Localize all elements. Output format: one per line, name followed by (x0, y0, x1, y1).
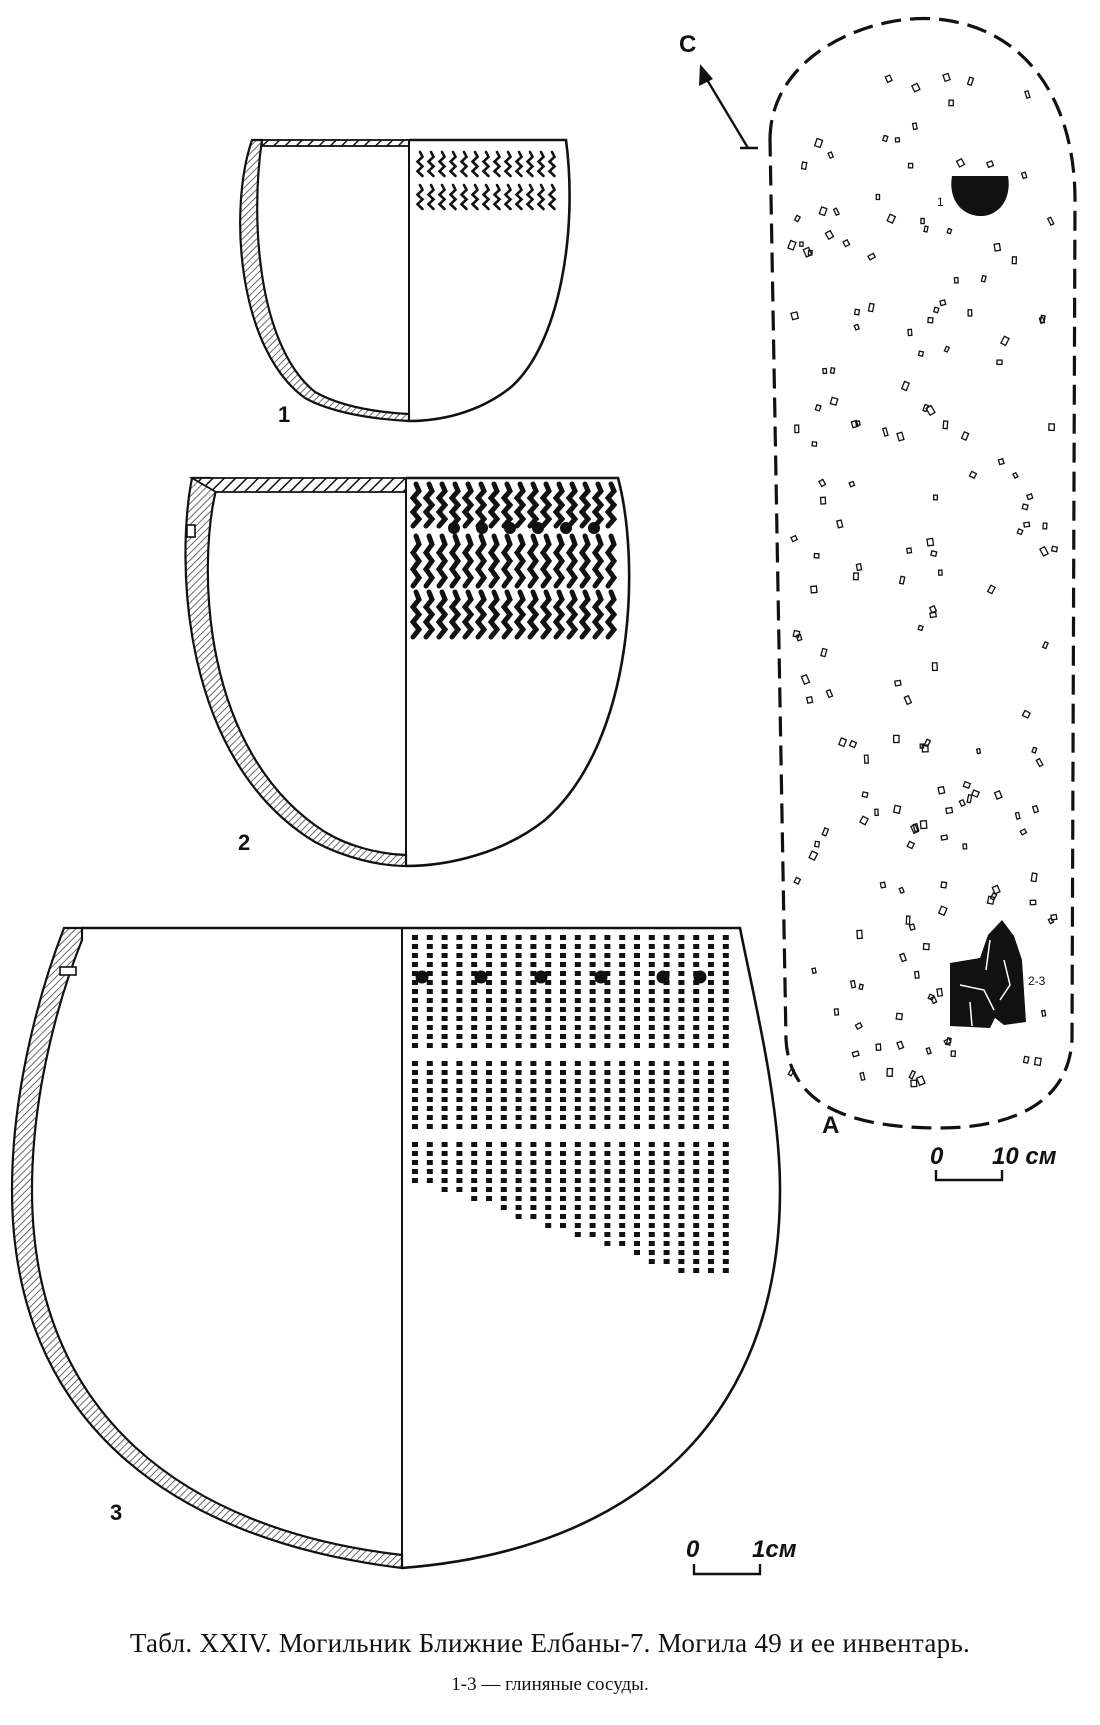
vessel-3: 3 (10, 926, 782, 1570)
vessel-1-wall-section (239, 138, 411, 423)
find-1-label: 1 (937, 195, 944, 209)
vessel-2-wall-section (184, 476, 408, 868)
grave-plan: С 1 2-3 А (679, 16, 1077, 1139)
vessel-2-ornament (409, 481, 618, 640)
plan-scale-value: 10 см (992, 1143, 1057, 1170)
vessel-1: 1 (239, 138, 571, 427)
grave-pit-outline (768, 16, 1077, 1130)
find-1-vessel (951, 176, 1009, 216)
vessel-scale-zero: 0 (686, 1536, 700, 1563)
plan-scale-bar: 0 10 см (930, 1143, 1057, 1182)
vessel-1-ornament (415, 150, 557, 211)
plan-scale-zero: 0 (930, 1143, 944, 1170)
plan-label: А (822, 1112, 839, 1139)
vessel-2-hole (186, 524, 196, 538)
vessel-2: 2 (184, 476, 631, 868)
vessel-scale-value: 1см (752, 1536, 797, 1563)
vessel-2-outline (405, 476, 631, 868)
vessel-2-rim-section (188, 477, 407, 493)
vessel-3-ornament (412, 935, 729, 1273)
north-label: С (679, 31, 696, 58)
caption-title: Табл. XXIV. Могильник Ближние Елбаны-7. … (129, 1628, 971, 1658)
pit-fill-stones (787, 72, 1059, 1088)
vessel-scale-bar: 0 1см (686, 1536, 797, 1576)
vessel-1-rim-section (261, 139, 410, 147)
vessel-3-label: 3 (110, 1500, 122, 1525)
north-arrow: С (679, 31, 758, 150)
vessel-3-wall-section (10, 926, 404, 1570)
vessel-3-hole (59, 966, 77, 976)
find-2-3-vessels (950, 920, 1026, 1028)
vessel-1-outline (408, 138, 571, 423)
vessel-3-outline (82, 926, 782, 1570)
caption-subtitle: 1-3 — глиняные сосуды. (451, 1674, 649, 1695)
vessel-1-label: 1 (278, 402, 290, 427)
find-2-3-label: 2-3 (1028, 974, 1046, 988)
vessel-2-label: 2 (238, 830, 250, 855)
